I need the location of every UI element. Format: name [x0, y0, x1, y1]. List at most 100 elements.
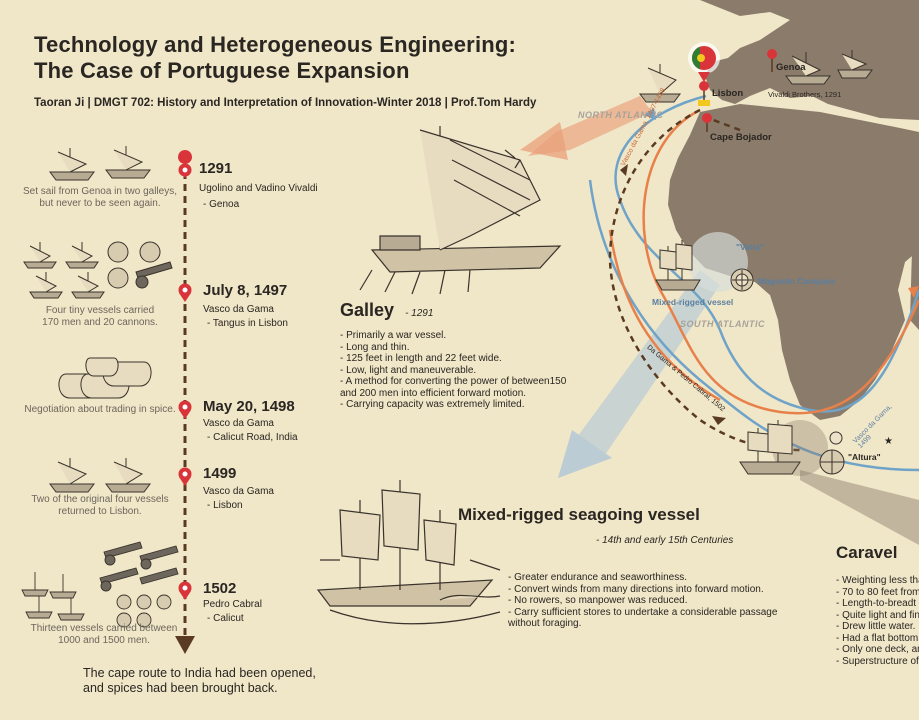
mixed-period: - 14th and early 15th Centuries — [596, 535, 734, 546]
timeline-desc-1-line2: - Genoa — [203, 199, 240, 210]
caravel-bullet: - Superstructure of — [836, 655, 919, 667]
timeline-desc-5: Pedro Cabral - Calicut — [203, 599, 262, 625]
mixed-rigged-ship-illustration — [316, 480, 501, 625]
timeline-pin-2 — [178, 283, 192, 302]
timeline-desc-4-line1: Vasco da Gama — [203, 486, 274, 497]
map-label-cape-bojador: Cape Bojador — [710, 132, 772, 143]
galley-bullet: and 200 men into efficient forward motio… — [340, 387, 527, 399]
africa-landmass — [668, 104, 919, 420]
galley-beam-arrow — [520, 122, 568, 160]
timeline-note-4-line1: Two of the original four vessels — [31, 494, 169, 505]
timeline-note-2-line1: Four tiny vessels carried — [45, 305, 155, 316]
page-subtitle: Taoran Ji | DMGT 702: History and Interp… — [34, 97, 537, 109]
timeline-desc-4-line2: - Lisbon — [207, 500, 243, 511]
europe-landmass — [700, 0, 919, 120]
timeline-note-2-line2: 170 men and 20 cannons. — [42, 317, 158, 328]
galley-bullet: - 125 feet in length and 22 feet wide. — [340, 353, 502, 364]
mixed-bullet: without foraging. — [508, 618, 582, 629]
route-arrow-1 — [620, 164, 628, 176]
caravel-bullet: - Length-to-breadt — [836, 598, 917, 609]
timeline-pin-5 — [178, 581, 192, 600]
genoa-pin — [767, 49, 777, 72]
galley-bullet: - Primarily a war vessel. — [340, 330, 447, 341]
map-label-lisbon: Lisbon — [712, 88, 744, 99]
timeline-desc-2-line1: Vasco da Gama — [203, 304, 274, 315]
title-line-2: The Case of Portuguese Expansion — [34, 58, 410, 83]
timeline-desc-1: Ugolino and Vadino Vivaldi - Genoa — [199, 183, 318, 211]
star-icon: ★ — [884, 436, 893, 447]
timeline-footer: The cape route to India had been opened,… — [83, 666, 316, 696]
timeline-galleys-1-icon — [49, 146, 151, 181]
cape-bojador-pin — [702, 113, 712, 132]
timeline-vessels-cannons-icon — [23, 241, 173, 299]
timeline-thirteen-vessels-icon — [21, 541, 179, 628]
map-label-magnetic-compass: Magnetic Compass — [758, 276, 836, 286]
timeline-note-4: Two of the original four vessels returne… — [22, 494, 178, 518]
timeline-pin-1 — [178, 150, 193, 178]
galley-bullet: - Low, light and maneuverable. — [340, 364, 477, 376]
galley-ship-illustration — [359, 126, 562, 295]
map-label-vivaldi: Vivaldi Brothers, 1291 — [768, 90, 842, 99]
timeline-pin-3 — [178, 400, 192, 419]
timeline-desc-2: Vasco da Gama - Tangus in Lisbon — [203, 304, 288, 330]
blue-route — [614, 94, 919, 413]
mixed-bullet: - Greater endurance and seaworthiness. — [508, 572, 687, 583]
timeline-note-5: Thirteen vessels carried between 1000 an… — [14, 623, 194, 647]
caravel-bullet: - Only one deck, an — [836, 644, 919, 655]
caravel-beam — [800, 470, 919, 545]
timeline-date-4: 1499 — [203, 465, 237, 482]
mixed-beam — [575, 270, 720, 455]
caravel-bullet: - Quite light and fin — [836, 609, 919, 621]
galley-name: Galley — [340, 300, 395, 320]
timeline-note-2: Four tiny vessels carried 170 men and 20… — [22, 305, 178, 329]
timeline-arrow — [175, 636, 195, 654]
timeline-pin-4 — [178, 467, 192, 486]
timeline-desc-4: Vasco da Gama - Lisbon — [203, 486, 274, 512]
mixed-bullet: - Carry sufficient stores to undertake a… — [508, 606, 778, 618]
map-label-altura: "Altura" — [848, 452, 881, 462]
timeline-desc-5-line1: Pedro Cabral — [203, 599, 262, 610]
timeline-note-3-line1: Negotiation about trading in spice. — [24, 404, 176, 415]
timeline-returned-vessels-icon — [49, 458, 151, 493]
mixed-bullet: - No rowers, so manpower was reduced. — [508, 595, 688, 606]
timeline-note-1: Set sail from Genoa in two galleys, but … — [22, 186, 178, 210]
genoa-ships-icon — [785, 50, 873, 85]
timeline-footer-line1: The cape route to India had been opened, — [83, 666, 316, 680]
map-mixed-ship-icon — [655, 240, 701, 291]
mixed-bullets: - Greater endurance and seaworthiness. -… — [508, 572, 777, 630]
map-label-north-atlantic: NORTH ATLANTIC — [578, 110, 664, 120]
map-label-south-atlantic: SOUTH ATLANTIC — [680, 319, 765, 329]
galley-bullet: - A method for converting the power of b… — [340, 376, 567, 387]
mixed-bullet: - Convert winds from many directions int… — [508, 583, 764, 595]
galley-year: - 1291 — [405, 308, 434, 319]
mixed-beam-arrow — [558, 430, 612, 478]
portugal-flag-icon — [688, 42, 720, 82]
page-title: Technology and Heterogeneous Engineering… — [34, 32, 516, 84]
mixed-heading: Mixed-rigged seagoing vessel — [458, 505, 700, 524]
caravel-bullet: - Weighting less tha — [836, 575, 919, 586]
timeline-footer-line2: and spices had been brought back. — [83, 681, 278, 695]
astrolabe-icon — [819, 431, 845, 475]
timeline-note-5-line1: Thirteen vessels carried between — [30, 623, 178, 634]
title-line-1: Technology and Heterogeneous Engineering… — [34, 32, 517, 57]
timeline-note-5-line2: 1000 and 1500 men. — [58, 635, 150, 646]
brown-dashed-route — [608, 108, 801, 452]
map-label-volta: "Volta" — [736, 242, 765, 252]
timeline-note-3: Negotiation about trading in spice. — [22, 404, 178, 416]
timeline-desc-2-line2: - Tangus in Lisbon — [207, 318, 288, 329]
timeline-desc-1-line1: Ugolino and Vadino Vivaldi — [199, 183, 318, 194]
timeline-date-2: July 8, 1497 — [203, 282, 288, 299]
lisbon-pin — [698, 81, 710, 106]
route-arrow-2 — [712, 416, 726, 425]
timeline-desc-3: Vasco da Gama - Calicut Road, India — [203, 418, 298, 444]
map-caravel-ship-icon — [739, 420, 801, 475]
map-label-genoa: Genoa — [776, 62, 806, 73]
timeline-spice-bags-icon — [58, 357, 152, 399]
timeline-note-4-line2: returned to Lisbon. — [58, 506, 142, 517]
timeline-desc-3-line2: - Calicut Road, India — [207, 432, 298, 443]
timeline-desc-3-line1: Vasco da Gama — [203, 418, 274, 429]
route-arrow-3 — [644, 108, 656, 120]
timeline-date-1: 1291 — [199, 160, 233, 177]
galley-bullets: - Primarily a war vessel. - Long and thi… — [340, 330, 566, 411]
